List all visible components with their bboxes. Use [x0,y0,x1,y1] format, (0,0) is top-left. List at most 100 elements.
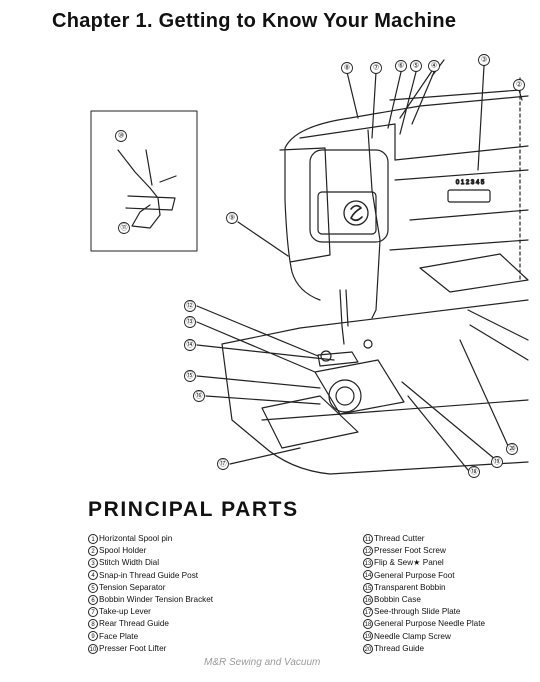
transparent-bobbin [335,386,355,406]
part-number: 13 [363,558,373,569]
part-label: Rear Thread Guide [99,619,169,629]
callout-11: ⑪ [121,224,128,232]
callout-13a: ⑬ [187,318,194,326]
inset-presser-foot-drawing [117,149,177,229]
presser-foot-screw [320,350,332,362]
part-label: Face Plate [99,631,139,641]
front-panel [309,149,389,243]
part-label: Presser Foot Lifter [99,643,167,653]
part-number: 19 [363,631,373,642]
part-number: 8 [88,619,98,630]
part-label: Presser Foot Screw [374,546,446,556]
part-label: General Purpose Needle Plate [374,619,486,629]
part-label: See-through Slide Plate [374,607,461,617]
callout-5: ⑤ [413,62,419,70]
callout-8: ⑧ [344,64,350,72]
machine-bed [221,299,529,475]
callout-16: ⑯ [196,392,203,400]
sewing-machine-illustration: 0 1 2 3 4 5 ⑧ ⑦ ⑥ ⑤ ④ ③ ② ⑨ ⑫ ⑬ ⑭ ⑮ ⑯ ⑰ … [90,54,529,478]
part-label: Thread Cutter [374,534,425,543]
part-number: 1 [88,533,98,544]
part-label: Flip & Sew★ Panel [374,558,444,568]
callout-19: ⑲ [494,458,501,466]
part-number: 20 [363,643,373,654]
callout-3: ③ [481,56,487,64]
callout-14: ⑭ [187,341,194,349]
singer-s-logo-icon [343,200,369,226]
part-number: 5 [88,582,98,593]
part-number: 9 [88,631,98,642]
part-number: 18 [363,619,373,630]
part-number: 12 [363,546,373,557]
part-number: 3 [88,558,98,569]
part-number: 7 [88,607,98,618]
callout-15: ⑮ [187,372,194,380]
callout-10: ⑩ [118,132,124,140]
part-number: 4 [88,570,98,581]
needle-clamp-screw [363,339,373,349]
machine-head [279,95,529,301]
thread-guide-post [367,129,381,319]
callout-4: ④ [431,62,437,70]
part-number: 17 [363,607,373,618]
part-number: 14 [363,570,373,581]
principal-parts-heading: PRINCIPAL PARTS [88,498,299,521]
part-number: 10 [88,643,98,654]
callout-17: ⑰ [220,460,227,468]
part-number: 15 [363,582,373,593]
needle-plate [314,359,405,415]
callout-numbers: ⑧ ⑦ ⑥ ⑤ ④ ③ ② ⑨ ⑫ ⑬ ⑭ ⑮ ⑯ ⑰ ⑱ ⑲ ⑳ ⑩ ⑪ [115,54,525,478]
part-number: 2 [88,546,98,557]
callout-6: ⑥ [398,62,404,70]
callout-20: ⑳ [509,445,516,453]
part-label: Tension Separator [99,582,166,592]
part-label: Thread Guide [374,643,425,653]
stitch-window [317,191,377,235]
stitch-width-dial [447,189,491,203]
part-label: Bobbin Case [374,595,421,605]
part-label: General Purpose Foot [374,570,455,580]
part-label: Stitch Width Dial [99,558,160,568]
upper-arm [389,89,529,251]
dial-scale: 0 1 2 3 4 5 [456,180,485,186]
watermark: M&R Sewing and Vacuum [204,657,321,668]
part-label: Transparent Bobbin [374,582,446,592]
inset-detail-box [90,110,198,252]
part-label: Take-up Lever [99,607,151,617]
chapter-title: Chapter 1. Getting to Know Your Machine [52,10,457,32]
presser-foot [317,351,359,367]
part-label: Needle Clamp Screw [374,631,451,641]
part-number: 11 [363,533,373,544]
part-label: Snap-in Thread Guide Post [99,570,199,580]
callout-12: ⑫ [187,302,194,310]
part-number: 16 [363,594,373,605]
thread-guide [467,309,529,361]
part-number: 6 [88,594,98,605]
callout-7: ⑦ [373,64,379,72]
bobbin-case [328,379,362,413]
part-label: Spool Holder [99,546,147,556]
part-label: Bobbin Winder Tension Bracket [99,595,214,605]
callout-9: ⑨ [229,214,235,222]
